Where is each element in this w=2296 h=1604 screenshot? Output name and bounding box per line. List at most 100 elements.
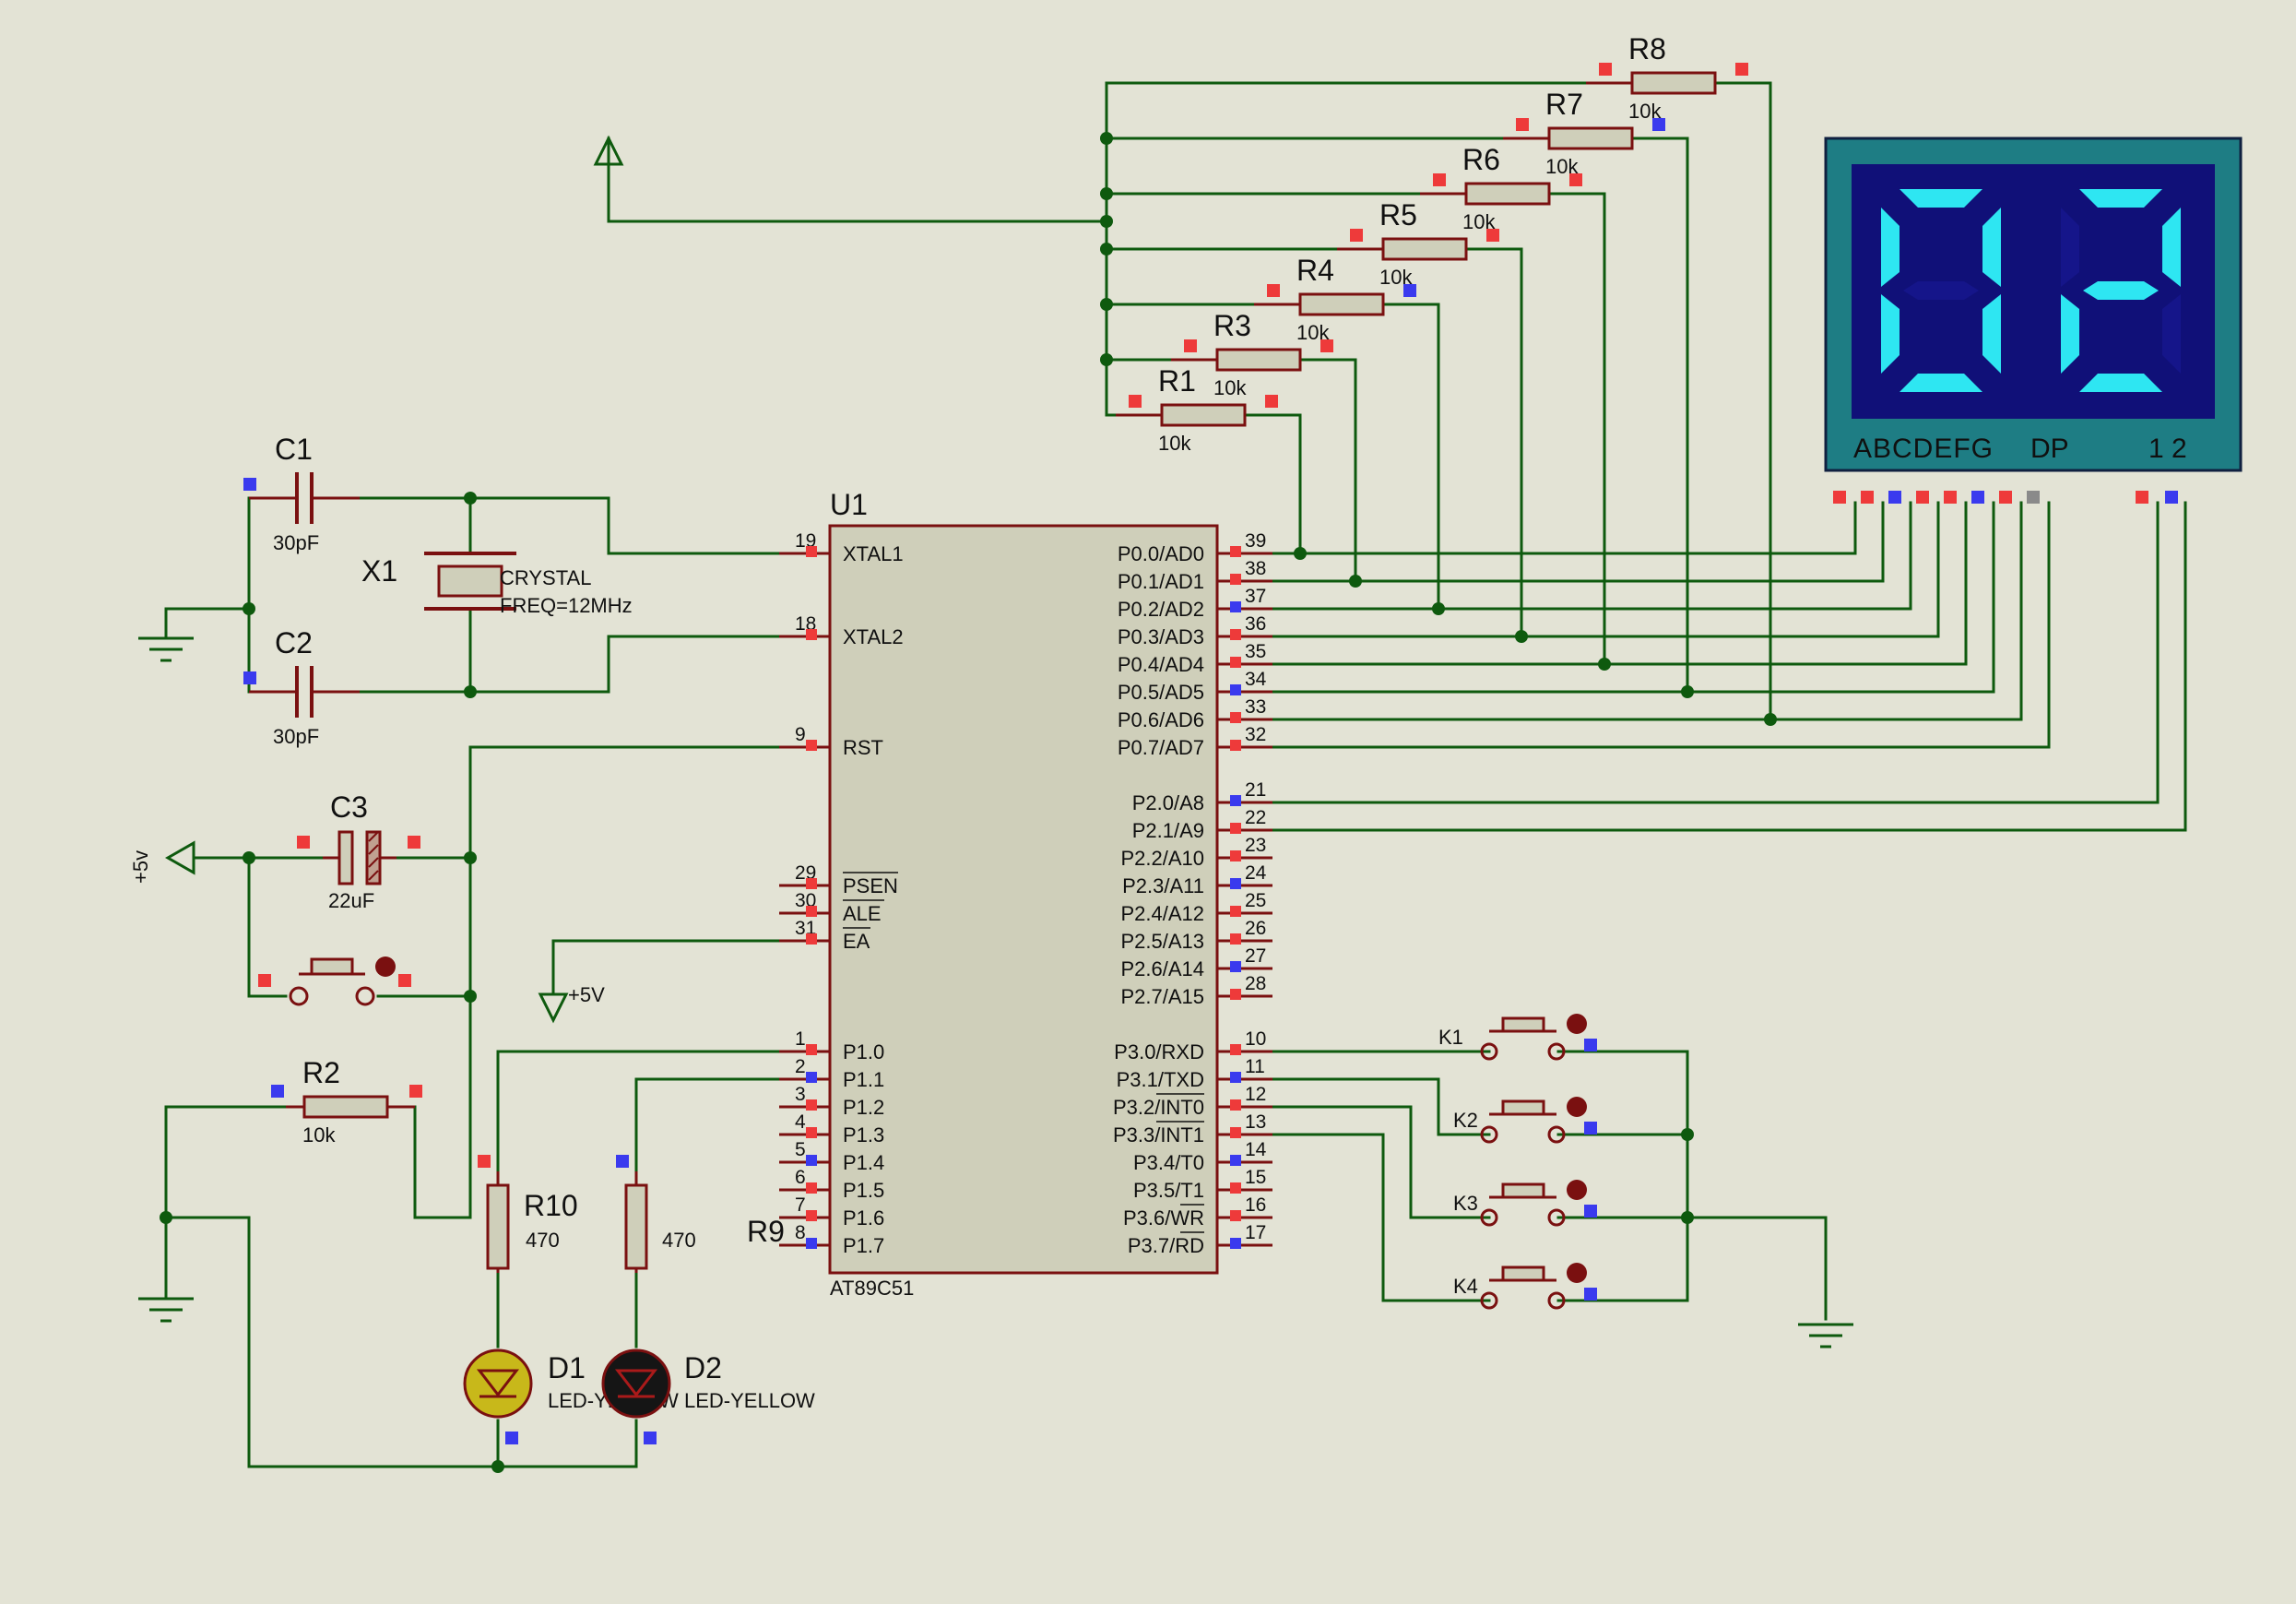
segment-c (2162, 294, 2181, 374)
mcu-pin-p1-4[interactable]: 5P1.4 (779, 1139, 884, 1174)
segment-d (1900, 374, 1982, 392)
mcu-pin-p1-0[interactable]: 1P1.0 (779, 1028, 884, 1063)
resistor-r6[interactable]: R6 10k (1420, 143, 1551, 233)
crystal-type: CRYSTAL (500, 566, 591, 589)
resistor-r7[interactable]: R7 10k (1503, 88, 1634, 178)
junction (1681, 1128, 1694, 1141)
button-actuator-icon[interactable] (375, 956, 396, 977)
crystal-x1[interactable]: X1 CRYSTAL FREQ=12MHz (361, 552, 633, 617)
segment-a (2079, 189, 2162, 208)
mcu-pin-number: 11 (1245, 1056, 1265, 1077)
capacitor-c2[interactable]: C2 30pF (243, 626, 360, 748)
key-label: K3 (1453, 1192, 1478, 1215)
mcu-pin-label: P3.6/WR (1123, 1206, 1204, 1230)
wire-p07-dp (1271, 501, 2051, 749)
resistor-r9-ref: R9 (747, 1215, 785, 1248)
mcu-pin-number: 13 (1245, 1111, 1266, 1133)
mcu-pin-p1-1[interactable]: 2P1.1 (779, 1056, 884, 1091)
wire-keys-ground (1556, 1216, 1828, 1321)
junctions (160, 132, 1777, 1473)
mcu-pin-label: P2.0/A8 (1132, 791, 1204, 814)
button-actuator-icon[interactable] (1567, 1263, 1587, 1283)
mcu-pin-p1-2[interactable]: 3P1.2 (779, 1084, 884, 1119)
resistor-r7-ref: R7 (1545, 88, 1583, 121)
mcu-pin-p1-6[interactable]: 7P1.6 (779, 1194, 884, 1230)
mcu-part: AT89C51 (830, 1277, 914, 1300)
wire-p20-com1 (1271, 501, 2160, 804)
resistor-r1[interactable]: R1 10k (1116, 364, 1247, 455)
resistor-r8[interactable]: R8 10k (1586, 32, 1717, 123)
ground-icon (138, 1289, 194, 1323)
wire-reset-btn-left (247, 856, 288, 998)
mcu-pin-number: 33 (1245, 696, 1266, 718)
resistor-r1-value: 10k (1158, 432, 1191, 455)
button-actuator-icon[interactable] (1567, 1097, 1587, 1117)
resistor-r10-ref: R10 (524, 1189, 578, 1222)
mcu-pin-p1-5[interactable]: 6P1.5 (779, 1167, 884, 1202)
mcu-pin-p1-3[interactable]: 4P1.3 (779, 1111, 884, 1147)
key-k2[interactable]: K2 (1453, 1097, 1597, 1144)
mcu-pin-p1-7[interactable]: 8P1.7 (779, 1222, 884, 1257)
led-d2[interactable]: D2 LED-YELLOW (601, 1349, 815, 1444)
mcu-pin-label: P0.0/AD0 (1118, 542, 1204, 565)
mcu-u1[interactable]: U1 AT89C51 19XTAL118XTAL29RST29PSEN30ALE… (779, 488, 1272, 1300)
reset-push-button[interactable] (258, 956, 411, 1006)
resistor-r9[interactable]: R9 470 (616, 1155, 785, 1273)
key-k3[interactable]: K3 (1453, 1180, 1597, 1227)
capacitor-c3[interactable]: C3 22uF (297, 790, 420, 912)
wire-p11-r9 (634, 1077, 781, 1173)
mcu-pin-label: P3.4/T0 (1133, 1151, 1204, 1174)
resistor-r9-value: 470 (662, 1229, 696, 1252)
mcu-pin-label: P2.3/A11 (1122, 874, 1204, 897)
resistor-r2[interactable]: R2 10k (271, 1056, 422, 1147)
resistor-r10[interactable]: R10 470 (478, 1155, 578, 1273)
key-k4[interactable]: K4 (1453, 1263, 1597, 1310)
display-common-labels: 1 2 (2148, 434, 2187, 464)
mcu-pin-number: 7 (795, 1194, 806, 1216)
key-k1[interactable]: K1 (1438, 1014, 1597, 1061)
key-label: K4 (1453, 1275, 1478, 1298)
resistor-r3[interactable]: R3 10k (1171, 309, 1302, 399)
segment-g (1903, 281, 1979, 300)
key-label: K1 (1438, 1026, 1463, 1049)
capacitor-c1[interactable]: C1 30pF (243, 433, 360, 554)
led-d2-ref: D2 (684, 1351, 722, 1384)
crystal-freq: FREQ=12MHz (500, 594, 633, 617)
junction (1681, 685, 1694, 698)
resistor-r4[interactable]: R4 10k (1254, 254, 1385, 344)
button-actuator-icon[interactable] (1567, 1180, 1587, 1200)
resistor-r5[interactable]: R5 10k (1337, 198, 1468, 289)
seven-segment-display[interactable]: ABCDEFG DP 1 2 (1824, 137, 2243, 504)
button-actuator-icon[interactable] (1567, 1014, 1587, 1034)
